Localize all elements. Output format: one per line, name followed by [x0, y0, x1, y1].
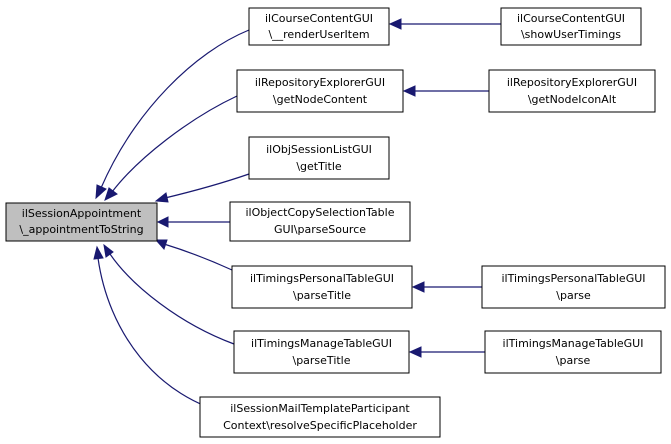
node-timings-personal-parse-title-line1: ilTimingsPersonalTableGUI — [250, 272, 394, 285]
node-timings-personal-parse-line1: ilTimingsPersonalTableGUI — [501, 272, 645, 285]
edge-showusertimings-to-renderuseritem — [388, 18, 501, 30]
node-obj-session-list-get-title[interactable]: ilObjSessionListGUI \getTitle — [248, 136, 390, 180]
node-obj-session-list-get-title-line1: ilObjSessionListGUI — [266, 143, 372, 156]
node-timings-manage-parse[interactable]: ilTimingsManageTableGUI \parse — [484, 330, 662, 374]
node-timings-personal-parse[interactable]: ilTimingsPersonalTableGUI \parse — [481, 265, 666, 309]
node-obj-session-list-get-title-line2: \getTitle — [296, 160, 342, 173]
node-object-copy-parse-source[interactable]: ilObjectCopySelectionTable GUI\parseSour… — [229, 201, 411, 242]
node-timings-manage-parse-title-line1: ilTimingsManageTableGUI — [251, 337, 392, 350]
edge-parse-manage-to-parsetitle — [408, 346, 485, 358]
edge-parse-personal-to-parsetitle — [411, 281, 482, 293]
node-repo-get-node-content-line2: \getNodeContent — [273, 93, 368, 106]
node-timings-manage-parse-title[interactable]: ilTimingsManageTableGUI \parseTitle — [233, 330, 410, 374]
node-session-mail-resolve-placeholder-line2: Context\resolveSpecificPlaceholder — [223, 419, 417, 432]
node-course-show-user-timings[interactable]: ilCourseContentGUI \showUserTimings — [500, 7, 642, 46]
node-appointment-to-string[interactable]: ilSessionAppointment \_appointmentToStri… — [5, 202, 158, 242]
edge-parsesource-to-root — [156, 216, 230, 228]
node-object-copy-parse-source-line2: GUI\parseSource — [274, 223, 366, 236]
edge-manage-parsetitle-to-root — [103, 243, 235, 345]
node-course-render-user-item-line2: \__renderUserItem — [268, 28, 369, 41]
node-repo-get-node-icon-alt-line2: \getNodeIconAlt — [528, 93, 617, 106]
node-timings-manage-parse-line2: \parse — [556, 354, 591, 367]
node-timings-manage-parse-line1: ilTimingsManageTableGUI — [503, 337, 644, 350]
node-timings-personal-parse-title-line2: \parseTitle — [293, 289, 351, 302]
node-course-render-user-item-line1: ilCourseContentGUI — [265, 12, 373, 25]
edge-renderuseritem-to-root — [95, 29, 250, 200]
node-timings-manage-parse-title-line2: \parseTitle — [292, 354, 350, 367]
node-timings-personal-parse-line2: \parse — [556, 289, 591, 302]
node-appointment-to-string-line1: ilSessionAppointment — [22, 207, 142, 220]
node-course-show-user-timings-line1: ilCourseContentGUI — [517, 12, 625, 25]
node-course-show-user-timings-line2: \showUserTimings — [521, 28, 621, 41]
node-session-mail-resolve-placeholder[interactable]: ilSessionMailTemplateParticipant Context… — [199, 396, 441, 438]
node-repo-get-node-icon-alt[interactable]: ilRepositoryExplorerGUI \getNodeIconAlt — [488, 69, 656, 113]
node-repo-get-node-icon-alt-line1: ilRepositoryExplorerGUI — [507, 76, 637, 89]
node-repo-get-node-content-line1: ilRepositoryExplorerGUI — [255, 76, 385, 89]
edge-personal-parsetitle-to-root — [154, 239, 233, 271]
edge-placeholder-to-root — [93, 245, 235, 416]
node-course-render-user-item[interactable]: ilCourseContentGUI \__renderUserItem — [248, 7, 390, 46]
node-session-mail-resolve-placeholder-line1: ilSessionMailTemplateParticipant — [230, 402, 410, 415]
node-object-copy-parse-source-line1: ilObjectCopySelectionTable — [246, 206, 395, 219]
node-timings-personal-parse-title[interactable]: ilTimingsPersonalTableGUI \parseTitle — [231, 265, 413, 309]
edge-getnodecontent-to-root — [104, 95, 238, 201]
edge-getnodeiconalt-to-getnodecontent — [402, 85, 489, 97]
edge-getobjtitle-to-root — [154, 173, 250, 203]
node-appointment-to-string-line2: \_appointmentToString — [19, 223, 143, 236]
node-repo-get-node-content[interactable]: ilRepositoryExplorerGUI \getNodeContent — [236, 69, 404, 113]
